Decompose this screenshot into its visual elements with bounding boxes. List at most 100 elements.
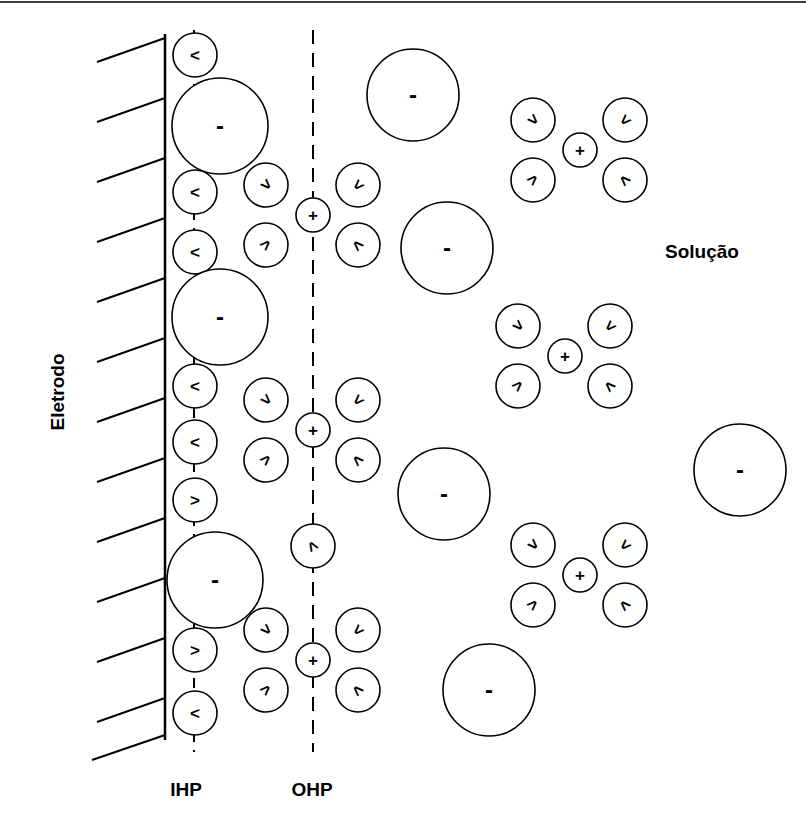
water-molecule: <: [509, 521, 557, 569]
cation-circle: +: [294, 641, 332, 679]
charge-symbol: <: [591, 511, 659, 579]
charge-symbol: +: [294, 411, 332, 449]
charge-symbol: -: [692, 422, 788, 518]
water-molecule: <: [601, 156, 649, 204]
water-molecule: <: [171, 168, 219, 216]
charge-symbol: -: [399, 200, 495, 296]
charge-symbol: <: [484, 292, 552, 360]
charge-symbol: <: [324, 596, 392, 664]
charge-symbol: -: [165, 530, 265, 630]
charge-symbol: -: [170, 76, 270, 176]
charge-symbol: <: [324, 211, 392, 279]
cation-circle: +: [294, 411, 332, 449]
charge-symbol: +: [294, 641, 332, 679]
anion-circle: -: [441, 642, 537, 738]
charge-symbol: <: [171, 168, 219, 216]
water-molecule: <: [242, 161, 290, 209]
water-molecule: <: [289, 522, 337, 570]
electrode-surface: [164, 34, 167, 740]
anion-circle: -: [170, 267, 270, 367]
water-molecule: <: [586, 362, 634, 410]
charge-symbol: <: [324, 656, 392, 724]
charge-symbol: >: [171, 626, 219, 674]
water-molecule: <: [242, 606, 290, 654]
water-molecule: <: [334, 161, 382, 209]
charge-symbol: >: [171, 476, 219, 524]
electrode-label: Eletrodo: [47, 353, 69, 430]
water-molecule: <: [242, 436, 290, 484]
charge-symbol: <: [232, 211, 300, 279]
anion-circle: -: [399, 200, 495, 296]
charge-symbol: <: [499, 571, 567, 639]
water-molecule: >: [171, 626, 219, 674]
charge-symbol: <: [499, 511, 567, 579]
charge-symbol: <: [499, 146, 567, 214]
charge-symbol: +: [561, 556, 599, 594]
anion-circle: -: [396, 446, 492, 542]
charge-symbol: <: [324, 151, 392, 219]
water-molecule: <: [601, 96, 649, 144]
anion-circle: -: [692, 422, 788, 518]
water-molecule: <: [242, 376, 290, 424]
water-molecule: <: [334, 376, 382, 424]
water-molecule: <: [509, 96, 557, 144]
charge-symbol: <: [171, 228, 219, 276]
charge-symbol: <: [232, 596, 300, 664]
water-molecule: >: [171, 476, 219, 524]
water-molecule: <: [509, 581, 557, 629]
charge-symbol: <: [171, 31, 219, 79]
charge-symbol: -: [170, 267, 270, 367]
cation-circle: +: [561, 556, 599, 594]
charge-symbol: <: [171, 689, 219, 737]
anion-circle: -: [165, 530, 265, 630]
anion-circle: -: [365, 47, 461, 143]
water-molecule: <: [171, 418, 219, 466]
charge-symbol: -: [441, 642, 537, 738]
charge-symbol: +: [546, 337, 584, 375]
electrode-hatching: [92, 38, 165, 760]
water-molecule: <: [334, 221, 382, 269]
charge-symbol: <: [171, 362, 219, 410]
water-molecule: <: [242, 666, 290, 714]
charge-symbol: <: [232, 656, 300, 724]
charge-symbol: <: [591, 571, 659, 639]
charge-symbol: <: [232, 426, 300, 494]
charge-symbol: <: [280, 513, 346, 579]
charge-symbol: <: [576, 292, 644, 360]
water-molecule: <: [494, 362, 542, 410]
water-molecule: <: [242, 221, 290, 269]
anion-circle: -: [170, 76, 270, 176]
charge-symbol: <: [591, 146, 659, 214]
ihp-label: IHP: [170, 779, 202, 801]
cation-circle: +: [561, 131, 599, 169]
water-molecule: <: [171, 689, 219, 737]
cation-circle: +: [546, 337, 584, 375]
water-molecule: <: [171, 362, 219, 410]
charge-symbol: <: [171, 418, 219, 466]
cation-circle: +: [294, 196, 332, 234]
charge-symbol: <: [324, 366, 392, 434]
charge-symbol: <: [499, 86, 567, 154]
charge-symbol: -: [396, 446, 492, 542]
water-molecule: <: [334, 666, 382, 714]
water-molecule: <: [494, 302, 542, 350]
water-molecule: <: [171, 228, 219, 276]
charge-symbol: <: [232, 366, 300, 434]
water-molecule: <: [586, 302, 634, 350]
charge-symbol: <: [324, 426, 392, 494]
charge-symbol: <: [591, 86, 659, 154]
frame-line: [0, 1, 806, 3]
water-molecule: <: [334, 606, 382, 654]
charge-symbol: <: [484, 352, 552, 420]
water-molecule: <: [509, 156, 557, 204]
water-molecule: <: [601, 581, 649, 629]
charge-symbol: <: [576, 352, 644, 420]
charge-symbol: +: [561, 131, 599, 169]
water-molecule: <: [334, 436, 382, 484]
solution-label: Solução: [665, 241, 739, 263]
water-molecule: <: [171, 31, 219, 79]
ohp-label: OHP: [291, 779, 332, 801]
charge-symbol: <: [232, 151, 300, 219]
charge-symbol: -: [365, 47, 461, 143]
